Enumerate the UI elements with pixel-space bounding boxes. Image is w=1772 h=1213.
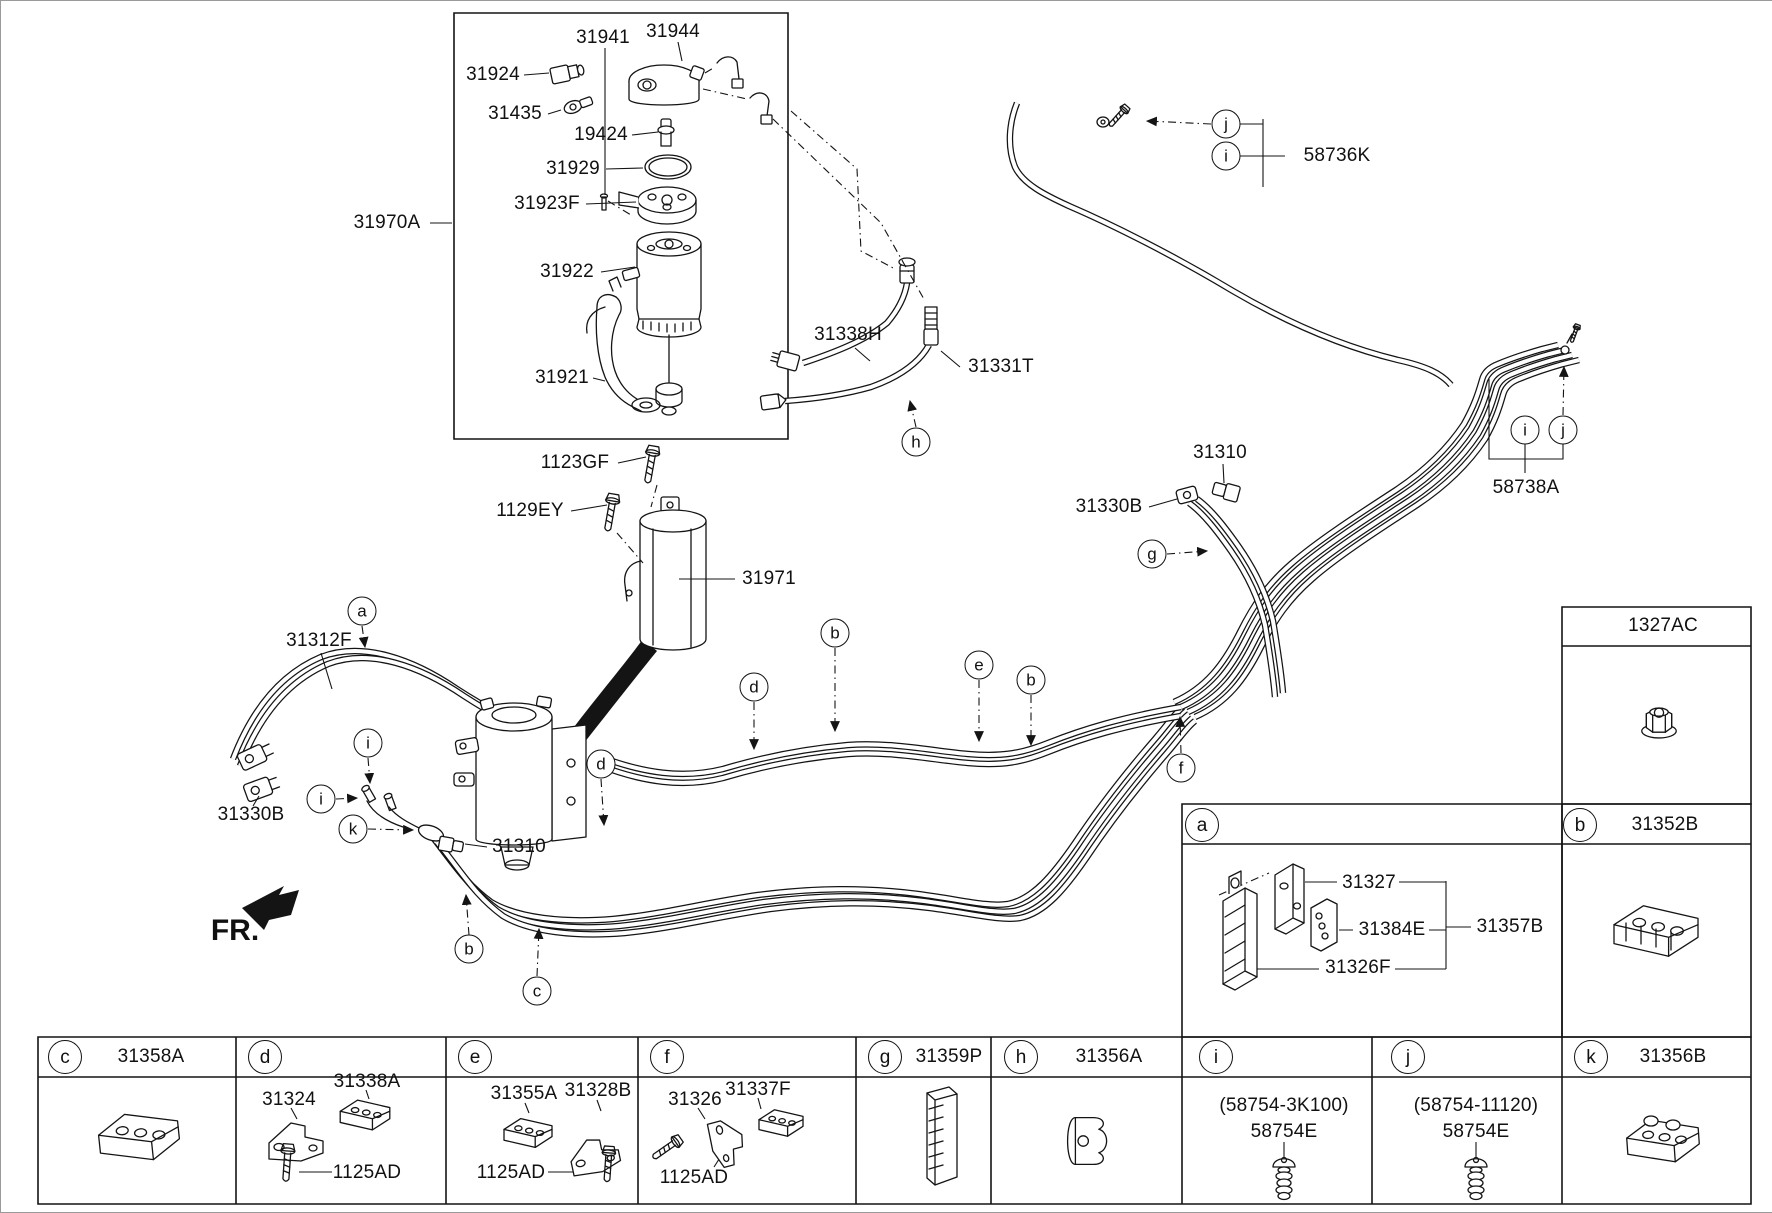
part-label-31971: 31971 [742,568,796,589]
part-label-31338H: 31338H [814,324,882,345]
callout-e: e [964,650,994,680]
part-label-31310-right: 31310 [1193,442,1247,463]
part-label-31941: 31941 [576,27,630,48]
part-label-31326: 31326 [668,1089,722,1110]
part-label-58754E-j: 58754E [1442,1121,1510,1142]
hoses [760,258,938,410]
right-column-parts [1613,707,1699,957]
pump-assembly [454,696,586,870]
part-label-31922: 31922 [540,261,594,282]
frames [38,13,1751,1204]
canister-31971 [625,497,706,650]
part-label-31331T: 31331T [968,356,1034,377]
part-label-1125AD-f: 1125AD [659,1167,729,1188]
table-letter-k: k [1574,1040,1608,1074]
callout-j-58738A: j [1548,415,1578,445]
part-label-31330B-right: 31330B [1075,496,1143,517]
callout-b-3: b [1016,665,1046,695]
callout-j-58736K: j [1211,109,1241,139]
part-label-31923F: 31923F [514,193,580,214]
callout-b-2: b [820,618,850,648]
callout-d-1: d [586,749,616,779]
part-label-31312F: 31312F [286,630,352,651]
box-a-letter: a [1185,808,1219,842]
callout-f: f [1166,753,1196,783]
table-letter-h: h [1004,1040,1038,1074]
part-label-58754E-i: 58754E [1250,1121,1318,1142]
part-label-31921: 31921 [535,367,589,388]
leader-lines [253,42,1563,1172]
callout-g: g [1137,539,1167,569]
part-label-58736K: 58736K [1303,145,1371,166]
part-label-58754-11120: (58754-11120) [1413,1095,1539,1116]
callout-d-2: d [739,672,769,702]
table-letter-d: d [248,1040,282,1074]
part-label-58754-3K100: (58754-3K100) [1219,1095,1349,1116]
table-parts [96,1086,1702,1201]
box-b-letter: b [1563,808,1597,842]
callout-i-1: i [353,728,383,758]
part-label-31338A: 31338A [333,1071,401,1092]
fr-direction-label: FR. [210,914,260,947]
callout-i-58738A: i [1510,415,1540,445]
part-label-31328B: 31328B [564,1080,632,1101]
part-label-31384E: 31384E [1358,919,1426,940]
callout-a: a [347,596,377,626]
part-label-31929: 31929 [546,158,600,179]
table-letter-i: i [1199,1040,1233,1074]
callout-i-58736K: i [1211,141,1241,171]
table-letter-j: j [1391,1040,1425,1074]
table-letter-f: f [650,1040,684,1074]
table-letter-c: c [48,1040,82,1074]
table-letter-g: g [868,1040,902,1074]
callout-b-1: b [454,934,484,964]
table-header-31356A: 31356A [1075,1046,1143,1067]
box-a-parts [1223,864,1337,990]
table-letter-e: e [458,1040,492,1074]
box-title-1327AC: 1327AC [1628,615,1698,636]
part-label-31435: 31435 [488,103,542,124]
fuel-tubes [233,103,1579,934]
fr-arrow-icon [242,886,299,930]
small-fittings [237,480,1241,854]
callout-arrows [336,116,1569,976]
part-label-31970A: 31970A [353,212,421,233]
callout-c: c [522,976,552,1006]
part-label-31327: 31327 [1342,872,1396,893]
part-label-1123GF: 1123GF [540,452,610,473]
part-label-1125AD-d: 1125AD [332,1162,402,1183]
part-label-1125AD-e: 1125AD [476,1162,546,1183]
table-header-31358A: 31358A [117,1046,185,1067]
rear-fittings [1097,102,1582,354]
part-label-31337F: 31337F [725,1079,791,1100]
part-label-58738A: 58738A [1492,477,1560,498]
callout-h: h [901,427,931,457]
part-label-31355A: 31355A [490,1083,558,1104]
callout-k: k [338,814,368,844]
box-title-31352B: 31352B [1631,814,1699,835]
part-label-19424: 19424 [574,124,628,145]
part-label-31330B-left: 31330B [217,804,285,825]
table-header-31356B: 31356B [1639,1046,1707,1067]
part-label-31310-left: 31310 [492,836,546,857]
part-label-31944: 31944 [646,21,700,42]
part-label-31326F: 31326F [1325,957,1391,978]
table-header-31359P: 31359P [915,1046,983,1067]
part-label-31924: 31924 [466,64,520,85]
part-label-31357B: 31357B [1476,916,1544,937]
part-label-31324: 31324 [262,1089,316,1110]
callout-i-2: i [306,784,336,814]
filter-parts [550,57,772,415]
part-label-1129EY: 1129EY [496,500,564,521]
